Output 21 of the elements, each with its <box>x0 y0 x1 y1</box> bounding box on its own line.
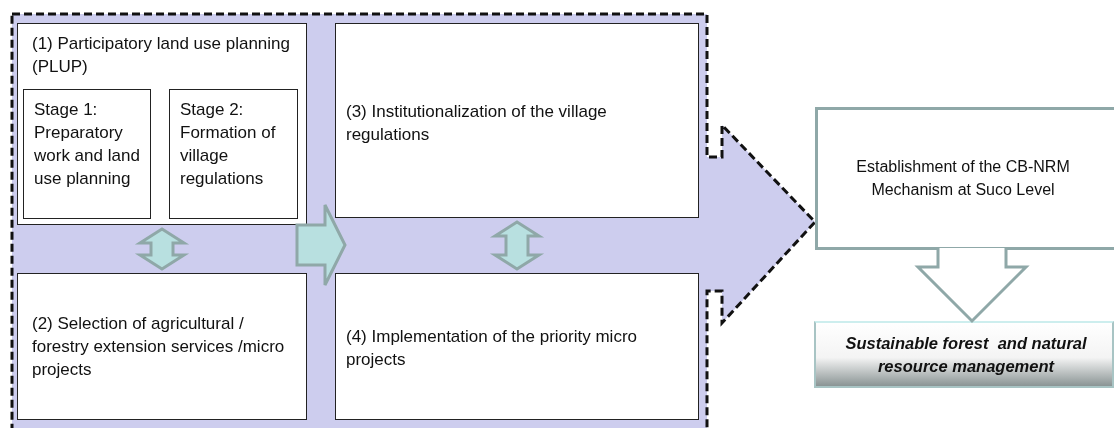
stage-box <box>169 89 298 219</box>
process-box <box>335 23 699 218</box>
block-arrow <box>134 227 190 271</box>
node-text: (3) Institutionalization of the village regulations <box>346 101 608 146</box>
block-arrow <box>489 220 545 271</box>
process-box <box>17 273 307 420</box>
block-arrow <box>914 246 1030 324</box>
result-box <box>814 321 1114 388</box>
stage-box <box>23 89 151 219</box>
node-text: (1) Participatory land use planning (PLUP) <box>32 33 291 78</box>
process-box <box>17 23 307 225</box>
process-arrow-shape <box>12 14 815 428</box>
outcome-box <box>815 107 1114 250</box>
outcome-text: Establishment of the CB-NRM Mechanism at Suco Level <box>855 157 1071 200</box>
node-text: Stage 2: Formation of village regulations <box>180 99 277 190</box>
block-arrow <box>295 203 347 287</box>
node-text: (4) Implementation of the priority micro projects <box>346 326 638 371</box>
result-text: Sustainable forest and natural resource management <box>844 333 1088 377</box>
node-text: Stage 1: Preparatory work and land use planning <box>34 99 141 190</box>
process-box <box>335 273 699 420</box>
node-text: (2) Selection of agricultural / forestry extension services /micro projects <box>32 313 286 381</box>
